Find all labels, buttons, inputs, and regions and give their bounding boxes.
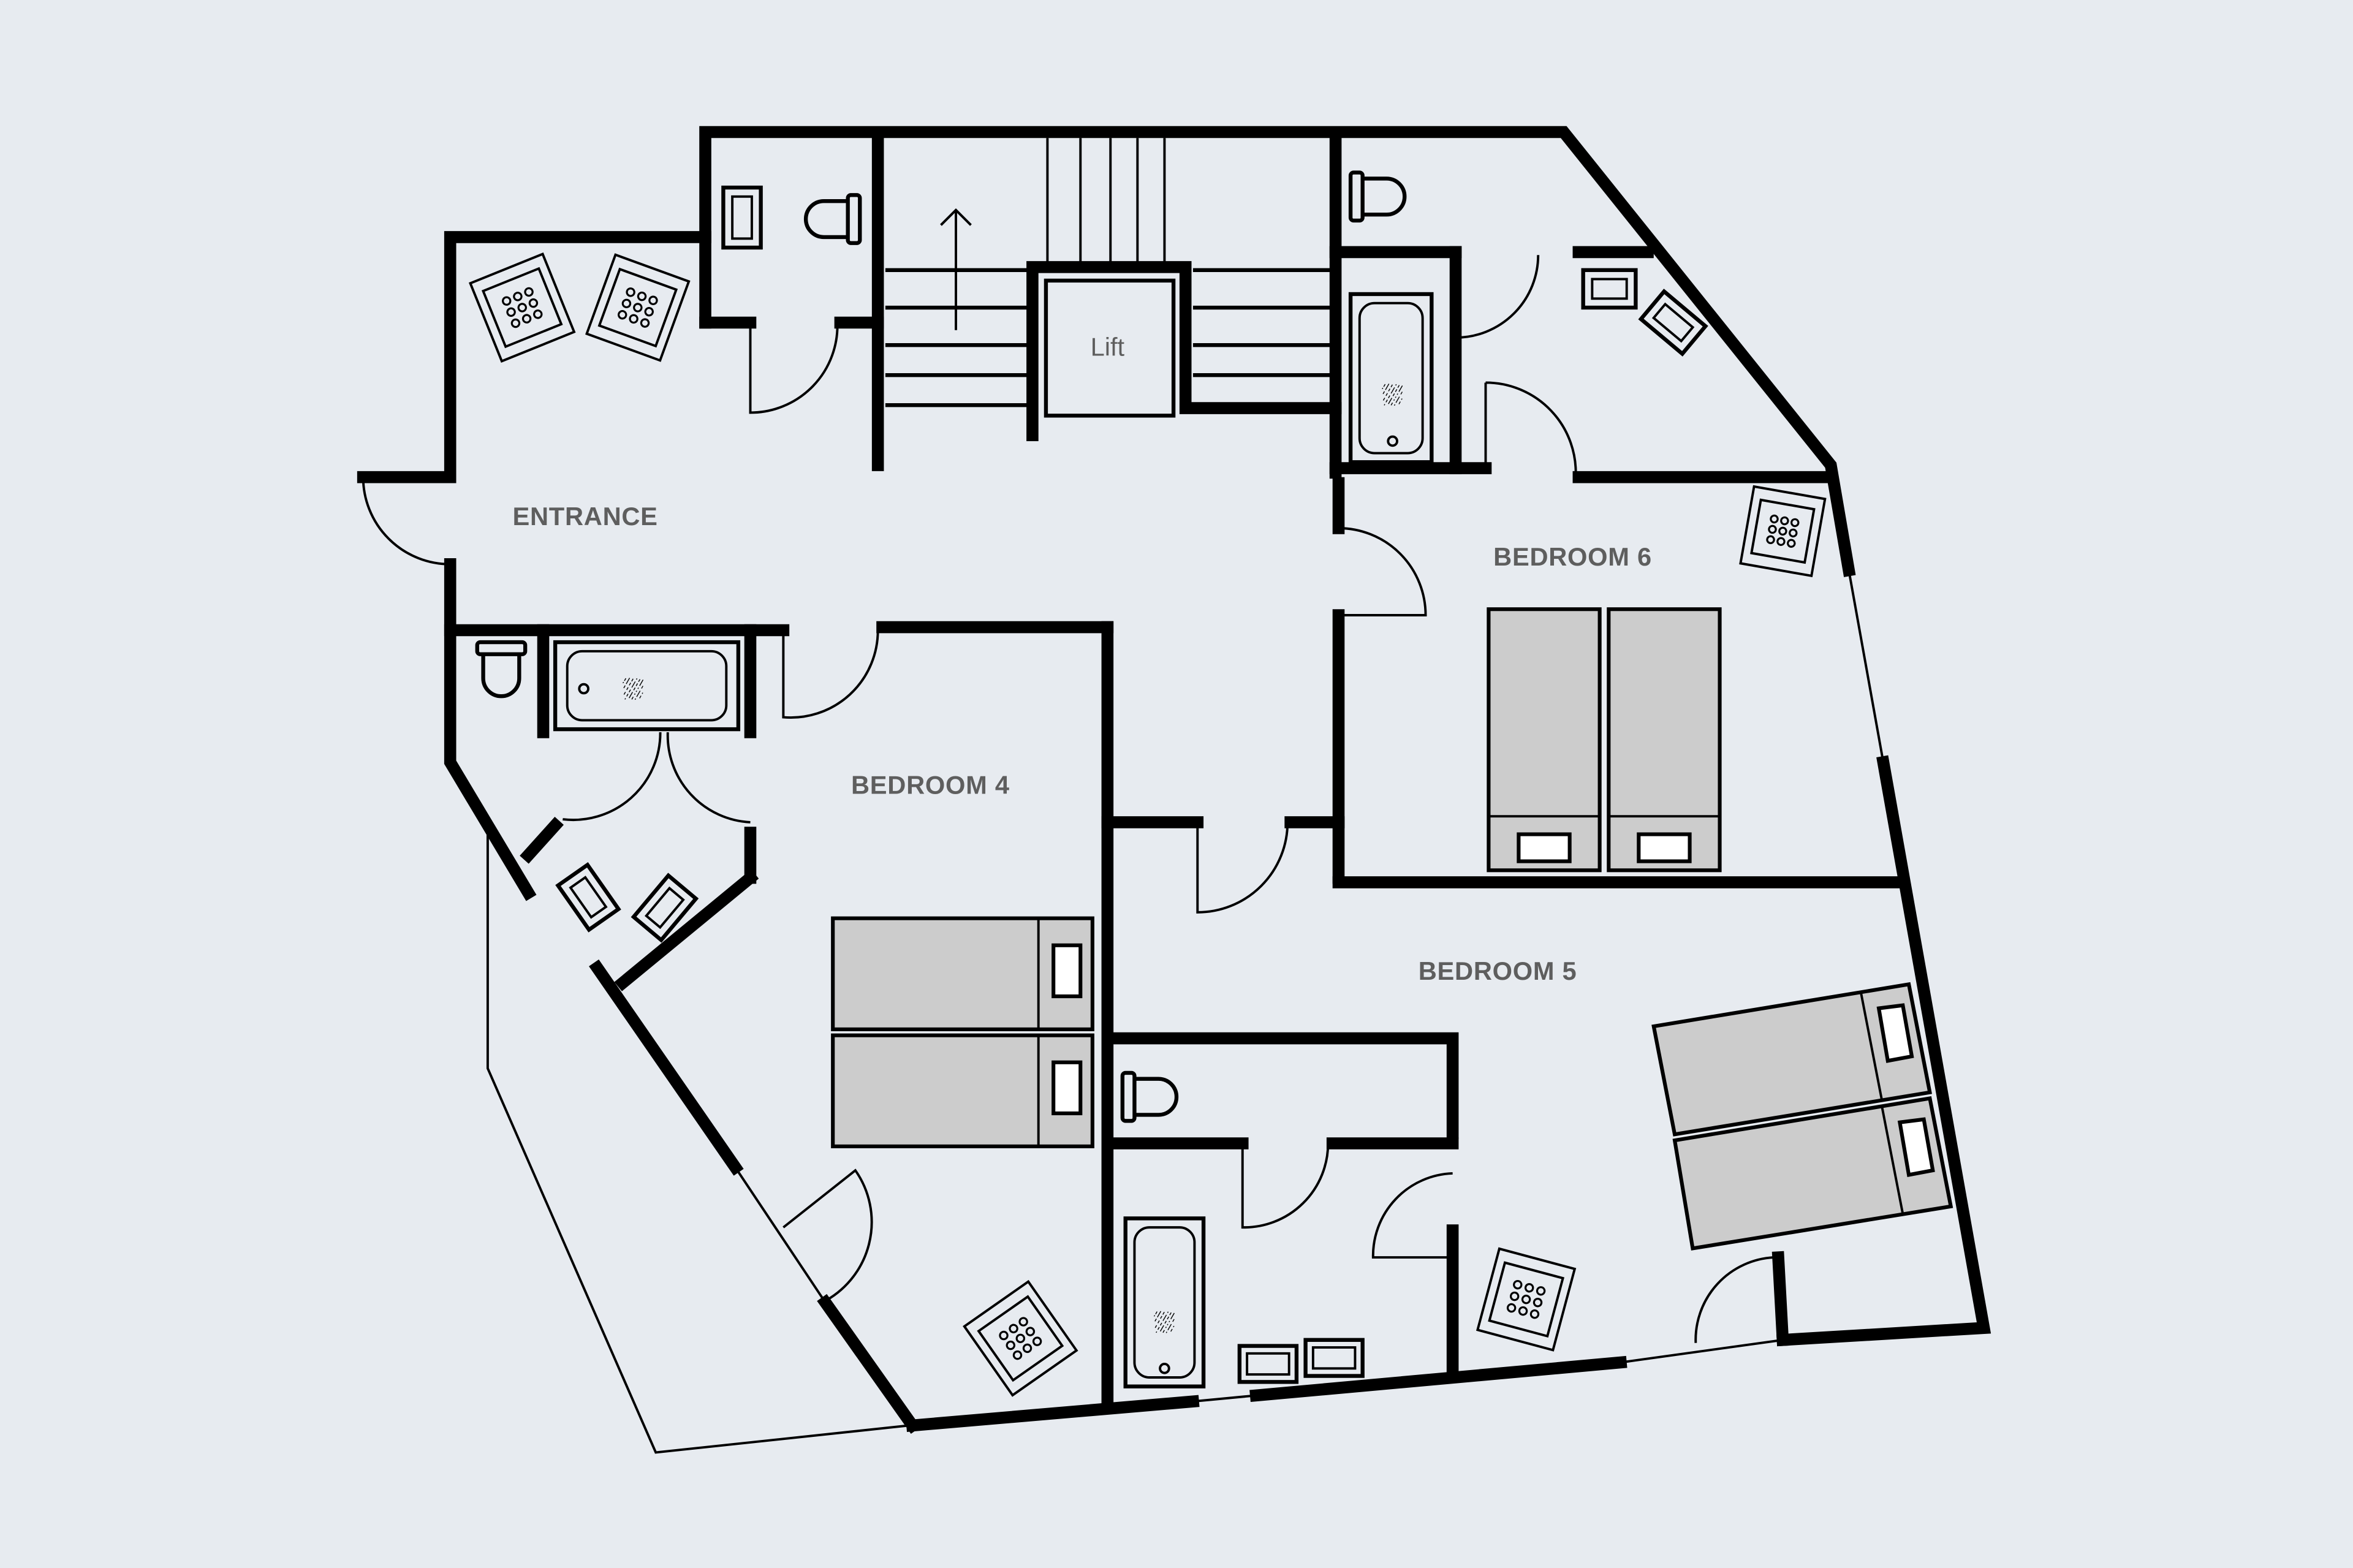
room-label-lift: Lift [1091,332,1125,361]
doors [362,255,1774,1343]
armchair-icon [1476,1247,1577,1352]
toilet-icon [1348,170,1407,223]
room-label-bedroom-6: BEDROOM 6 [1493,542,1652,571]
sink-icon [555,185,1708,1384]
exterior-walls [357,126,1991,1454]
armchair-icon [1739,485,1827,578]
bed-icon [1487,607,1722,873]
svg-text:⛆: ⛆ [1382,381,1403,412]
bed-icon [831,916,1094,1148]
toilet-icon [1120,1070,1179,1123]
arrow-up-icon [940,208,972,330]
interior-walls [444,132,1900,1409]
armchair-icon [585,253,691,362]
bathtub-icon: ⛆ [553,640,741,732]
room-label-bedroom-4: BEDROOM 4 [851,770,1010,799]
room-label-bedroom-5: BEDROOM 5 [1419,956,1577,985]
staircase [885,138,1333,407]
svg-text:⛆: ⛆ [623,675,644,706]
toilet-icon [804,193,862,245]
room-label-entrance: ENTRANCE [513,502,658,531]
bed-icon [1651,982,1953,1251]
bathtub-icon: ⛆ [1348,292,1434,464]
armchair-icon [468,252,576,363]
bathtub-icon: ⛆ [1123,1216,1206,1388]
toilet-icon [475,640,528,699]
armchair-icon [963,1279,1078,1397]
svg-text:⛆: ⛆ [1154,1308,1175,1339]
